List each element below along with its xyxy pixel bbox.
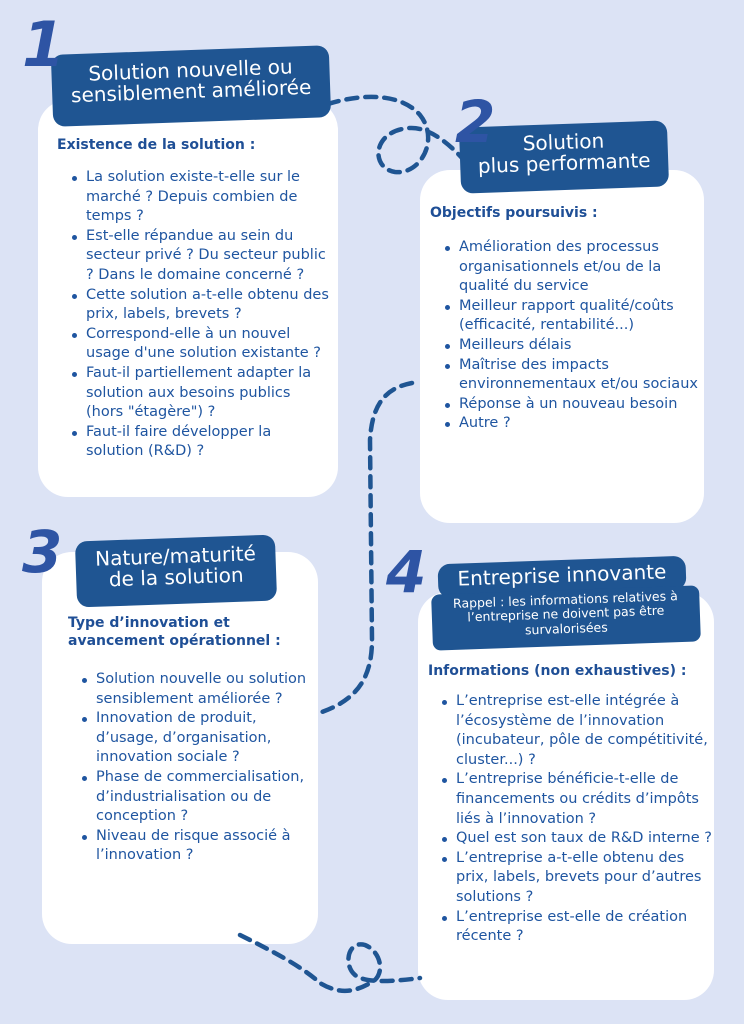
list-item: Cette solution a-t-elle obtenu des prix,…	[70, 286, 330, 325]
list-item: Faut-il faire développer la solution (R&…	[70, 423, 330, 462]
list-item: Faut-il partiellement adapter la solutio…	[70, 364, 330, 423]
list-item: Correspond-elle à un nouvel usage d'une …	[70, 325, 330, 364]
step-number-1: 1	[22, 8, 66, 81]
list-item: L’entreprise est-elle de création récent…	[440, 908, 712, 947]
information-list: L’entreprise est-elle intégrée à l’écosy…	[440, 692, 712, 947]
list-item: Quel est son taux de R&D interne ?	[440, 829, 712, 849]
list-item: Niveau de risque associé à l’innovation …	[80, 827, 312, 866]
question-list: Solution nouvelle ou solution sensibleme…	[80, 670, 312, 866]
list-item: L’entreprise a-t-elle obtenu des prix, l…	[440, 849, 712, 908]
section-heading: Type d’innovation et avancement opératio…	[68, 615, 281, 650]
list-item: Meilleur rapport qualité/coûts (efficaci…	[443, 297, 699, 336]
list-item: Meilleurs délais	[443, 336, 699, 356]
list-item: L’entreprise bénéficie-t-elle de finance…	[440, 770, 712, 829]
card-section-3	[42, 552, 318, 944]
list-item: Est-elle répandue au sein du secteur pri…	[70, 227, 330, 286]
list-item: Autre ?	[443, 414, 699, 434]
list-item: La solution existe-t-elle sur le marché …	[70, 168, 330, 227]
list-item: Phase de commercialisation, d’industrial…	[80, 768, 312, 827]
section-heading: Objectifs poursuivis :	[430, 205, 598, 221]
list-item: Maîtrise des impacts environnementaux et…	[443, 356, 699, 395]
title-line: Entreprise innovante	[457, 559, 667, 591]
objective-list: Amélioration des processus organisationn…	[443, 238, 699, 434]
list-item: L’entreprise est-elle intégrée à l’écosy…	[440, 692, 712, 770]
question-list: La solution existe-t-elle sur le marché …	[70, 168, 330, 462]
subtitle-text: Rappel : les informations relatives à l’…	[452, 588, 678, 638]
list-item: Solution nouvelle ou solution sensibleme…	[80, 670, 312, 709]
card-section-1	[38, 100, 338, 497]
section-heading: Informations (non exhaustives) :	[428, 663, 687, 679]
step-number-4: 4	[386, 538, 427, 606]
list-item: Réponse à un nouveau besoin	[443, 395, 699, 415]
list-item: Innovation de produit, d’usage, d’organi…	[80, 709, 312, 768]
step-number-2: 2	[455, 88, 496, 156]
card-section-2	[420, 170, 704, 523]
section-heading: Existence de la solution :	[57, 137, 256, 153]
list-item: Amélioration des processus organisationn…	[443, 238, 699, 297]
title-badge-1: Solution nouvelle ou sensiblement amélio…	[50, 45, 332, 127]
subtitle-badge-4: Rappel : les informations relatives à l’…	[431, 585, 701, 651]
title-badge-3: Nature/maturité de la solution	[74, 534, 278, 608]
card-section-4	[418, 592, 714, 1000]
step-number-3: 3	[22, 518, 63, 586]
